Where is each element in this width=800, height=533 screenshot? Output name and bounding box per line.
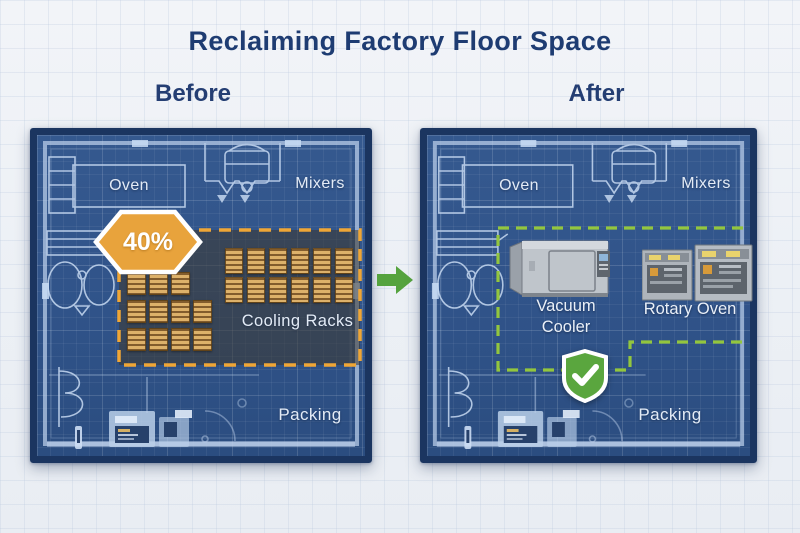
page-title: Reclaiming Factory Floor Space [188, 26, 612, 56]
room-label-oven: Oven [109, 177, 149, 194]
space-saved-value: 40% [122, 227, 174, 256]
space-saved-badge: 40% [93, 209, 203, 275]
equipment-label-rotary-oven: Rotary Oven [643, 300, 737, 318]
hexagon-badge [93, 209, 203, 275]
cooling-racks-zone: Cooling Racks [117, 228, 362, 367]
room-label-packing: Packing [638, 405, 702, 424]
room-label-oven: Oven [499, 177, 539, 194]
after-heading: After [568, 80, 625, 107]
room-label-cooling-racks: Cooling Racks [241, 312, 354, 330]
rotary-oven-machine [642, 244, 753, 302]
cooling-rack-group-left [127, 272, 212, 356]
cooling-rack-group-right [225, 248, 353, 303]
checkmark-shield-icon [562, 349, 608, 403]
room-label-packing: Packing [278, 405, 342, 424]
before-floorplan-panel: Oven Mixers Cooling Racks 40% Packing [30, 128, 372, 463]
equipment-label-vacuum-cooler: Vacuum Cooler [536, 297, 596, 336]
before-heading: Before [154, 80, 232, 107]
room-label-mixers: Mixers [681, 175, 731, 192]
arrow-right-icon [377, 266, 413, 294]
room-label-mixers: Mixers [295, 175, 345, 192]
vacuum-cooler-machine [509, 240, 610, 297]
after-floorplan-panel: Oven Mixers [420, 128, 757, 463]
